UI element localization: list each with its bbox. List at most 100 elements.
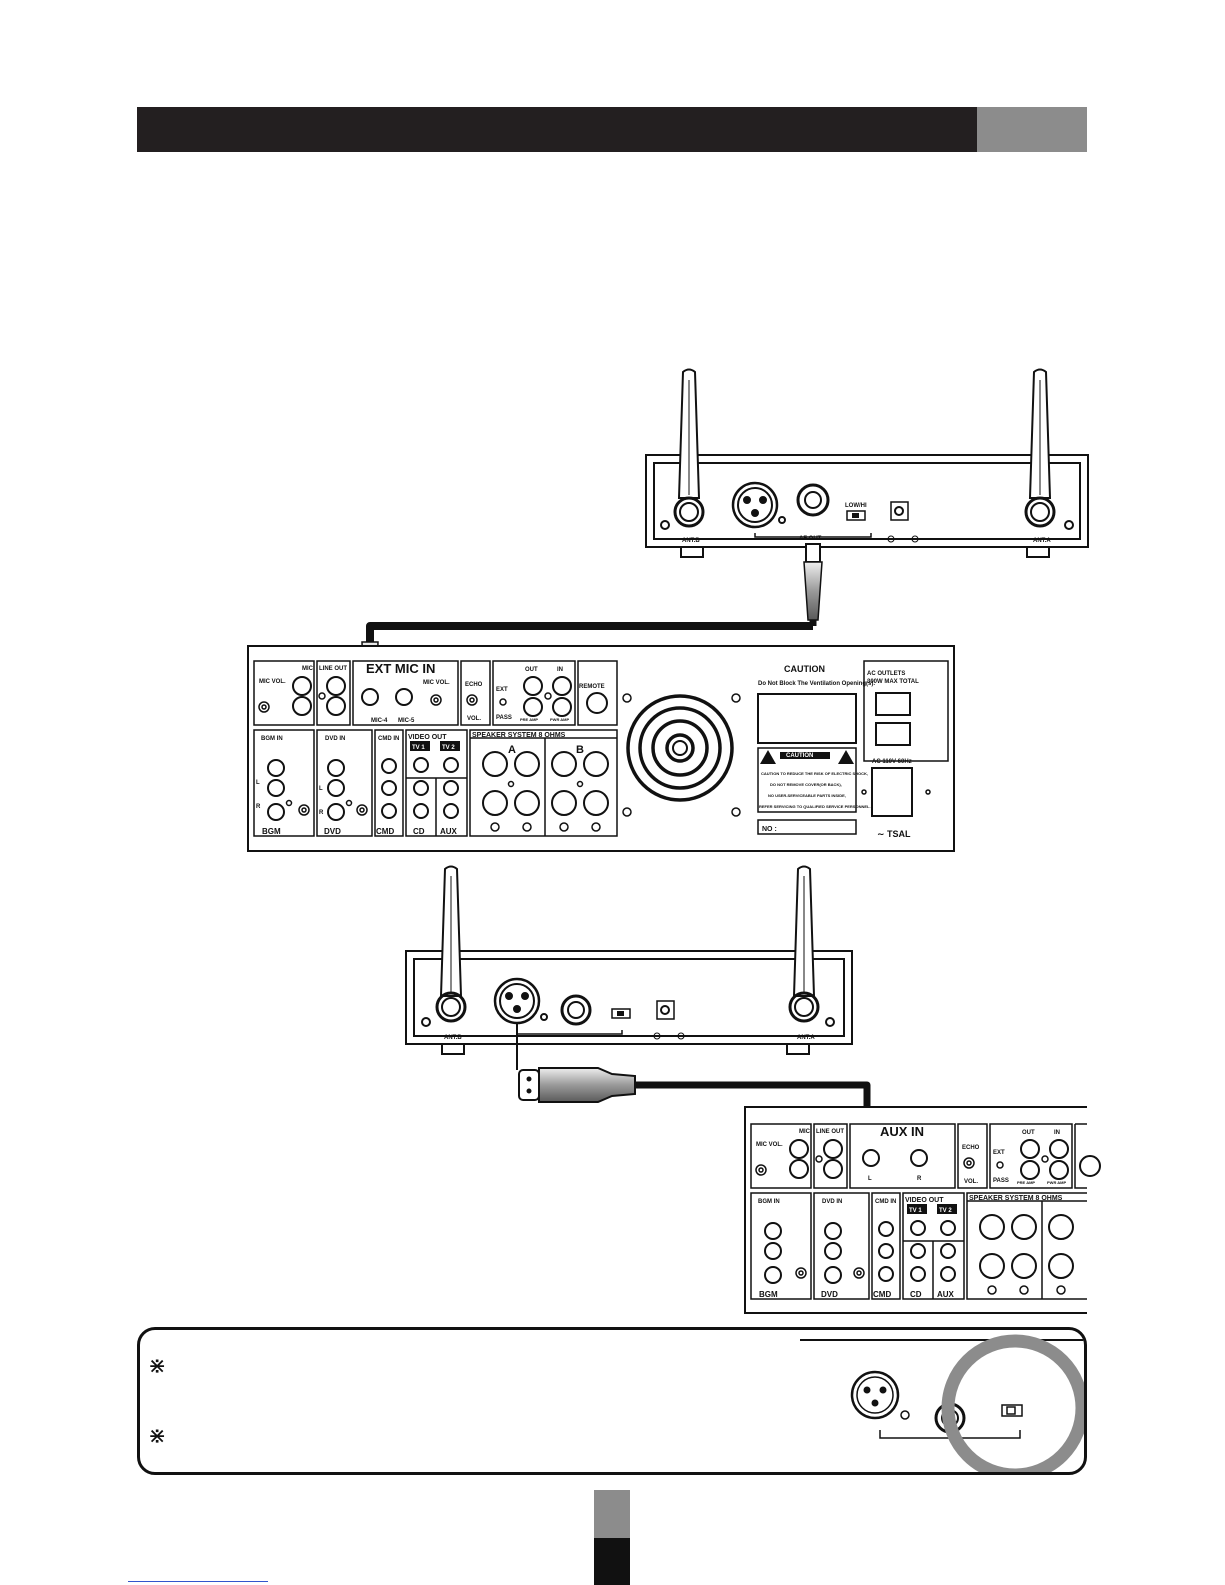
amp-caution-small: CAUTION [786,753,813,759]
amp-mic4: MIC-4 [371,718,388,724]
amp2-bgm: BGM [759,1290,778,1299]
amp2-aux: AUX [937,1290,955,1299]
amp2-vol: VOL. [964,1179,978,1185]
xlr-output-top [731,481,786,529]
amp-cmd: CMD [376,827,394,836]
amp-brand-wave: ∼ [877,829,885,839]
footer-link-line [128,1581,268,1582]
amp2-mic-vol: MIC VOL. [756,1142,783,1148]
amp2-cd: CD [910,1290,922,1299]
amp-cd: CD [413,827,425,836]
antenna-a-bottom [788,865,820,1023]
amp-dvd-r: R [319,810,324,816]
amp-pass: PASS [496,715,512,721]
jack-output-bottom [560,994,592,1026]
amp-vol: VOL. [467,716,481,722]
amp-in: IN [557,667,563,673]
jack-output-top [796,483,830,517]
amp2-tv2: TV 2 [939,1208,952,1214]
label-ant-b-top: ANT.B [682,538,700,544]
amp2-dvd-in: DVD IN [822,1199,842,1205]
amp2-video-out: VIDEO OUT [905,1197,944,1204]
amp2-speaker-system: SPEAKER SYSTEM 8 OHMS [969,1195,1063,1202]
amp-echo: ECHO [465,682,483,688]
receiver-top [645,368,1089,558]
amp-cmd-in: CMD IN [378,736,399,742]
amp-mic-vol: MIC VOL. [259,679,286,685]
amp-tv1: TV 1 [412,745,425,751]
amp-line-out: LINE OUT [319,666,347,672]
amp2-pwr-amp: PWR AMP [1047,1180,1067,1185]
amp-mic-label: MIC [302,666,314,672]
amp-speaker-system: SPEAKER SYSTEM 8 OHMS [472,732,566,739]
amp-dvd: DVD [324,827,341,836]
amp-out: OUT [525,667,538,673]
note-box: ⋇ ⋇ [137,1327,1087,1475]
amp-video-out: VIDEO OUT [408,734,447,741]
amp2-aux-r: R [917,1176,922,1182]
amp2-pass: PASS [993,1178,1009,1184]
amp-risk-line-2: DO NOT REMOVE COVER(OR BACK), [770,782,842,787]
amp2-cmd-in: CMD IN [875,1199,896,1205]
amp-ac-outlets-sub: 300W MAX TOTAL [867,679,919,685]
amp-ext: EXT [496,687,508,693]
amp-dvd-l: L [319,786,323,792]
page-tab-bottom [594,1538,630,1585]
amp-brand: TSAL [887,829,911,839]
amp-risk-line-3: NO USER-SERVICEABLE PARTS INSIDE, [768,793,846,798]
note-mark-2-icon: ⋇ [148,1423,167,1448]
amp-remote: REMOTE [579,684,605,690]
amp-bgm: BGM [262,827,281,836]
amp-pwr-amp: PWR AMP [550,717,570,722]
amp2-line-out: LINE OUT [816,1129,844,1135]
amp2-in: IN [1054,1130,1060,1136]
antenna-b-top [673,368,705,528]
amp-zone-a: A [508,744,516,756]
amp-zone-b: B [576,744,584,756]
amp2-out: OUT [1022,1130,1035,1136]
amp-dvd-in: DVD IN [325,736,345,742]
amp-serial-no: NO : [762,826,777,833]
label-ant-b-bottom: ANT.B [444,1035,462,1041]
note-mark-1-icon: ⋇ [148,1353,167,1378]
amp-mic-vol-2: MIC VOL. [423,680,450,686]
receiver-bottom [405,865,853,1055]
amp-aux: AUX [440,827,458,836]
amp2-mic-label: MIC [799,1129,811,1135]
amp-caution: CAUTION [784,664,825,674]
amplifier-main [247,645,955,852]
label-af-out: AF OUT [799,536,822,542]
page-tab-top [594,1490,630,1538]
label-ant-a-top: ANT.A [1033,538,1051,544]
amp-ac-input: AC 110V 60Hz [872,759,912,765]
label-ant-a-bottom: ANT.A [797,1035,815,1041]
amp-ac-outlets: AC OUTLETS [867,671,905,677]
amp2-bgm-in: BGM IN [758,1199,780,1205]
amp2-tv1-badge [907,1204,927,1214]
amp2-cmd: CMD [873,1290,891,1299]
amp2-dvd: DVD [821,1290,838,1299]
header-tab [977,107,1087,152]
amp-bgm-in: BGM IN [261,736,283,742]
amp-mic5: MIC-5 [398,718,415,724]
switch-detail-illustration [800,1334,1084,1472]
header-bar [137,107,977,152]
amp-tv2: TV 2 [442,745,455,751]
amp-bgm-r: R [256,804,261,810]
amp-pre-amp: PRE AMP [520,717,538,722]
antenna-a-top [1024,368,1056,528]
amp-risk-line-4: REFER SERVICING TO QUALIFIED SERVICE PER… [759,804,871,809]
amp-tv1-badge [410,741,430,751]
amp2-tv1: TV 1 [909,1208,922,1214]
amp2-ext: EXT [993,1150,1005,1156]
amp2-pre-amp: PRE AMP [1017,1180,1035,1185]
amp-bgm-l: L [256,780,260,786]
amp2-echo: ECHO [962,1145,980,1151]
label-low-hi: LOW/HI [845,503,867,509]
amp-ext-mic-in: EXT MIC IN [366,661,435,676]
amp-caution-sub: Do Not Block The Ventilation Opening(s). [758,681,875,687]
amp2-aux-l: L [868,1176,872,1182]
amp-risk-line-1: CAUTION TO REDUCE THE RISK OF ELECTRIC S… [761,771,868,776]
amp2-aux-in: AUX IN [880,1124,924,1139]
